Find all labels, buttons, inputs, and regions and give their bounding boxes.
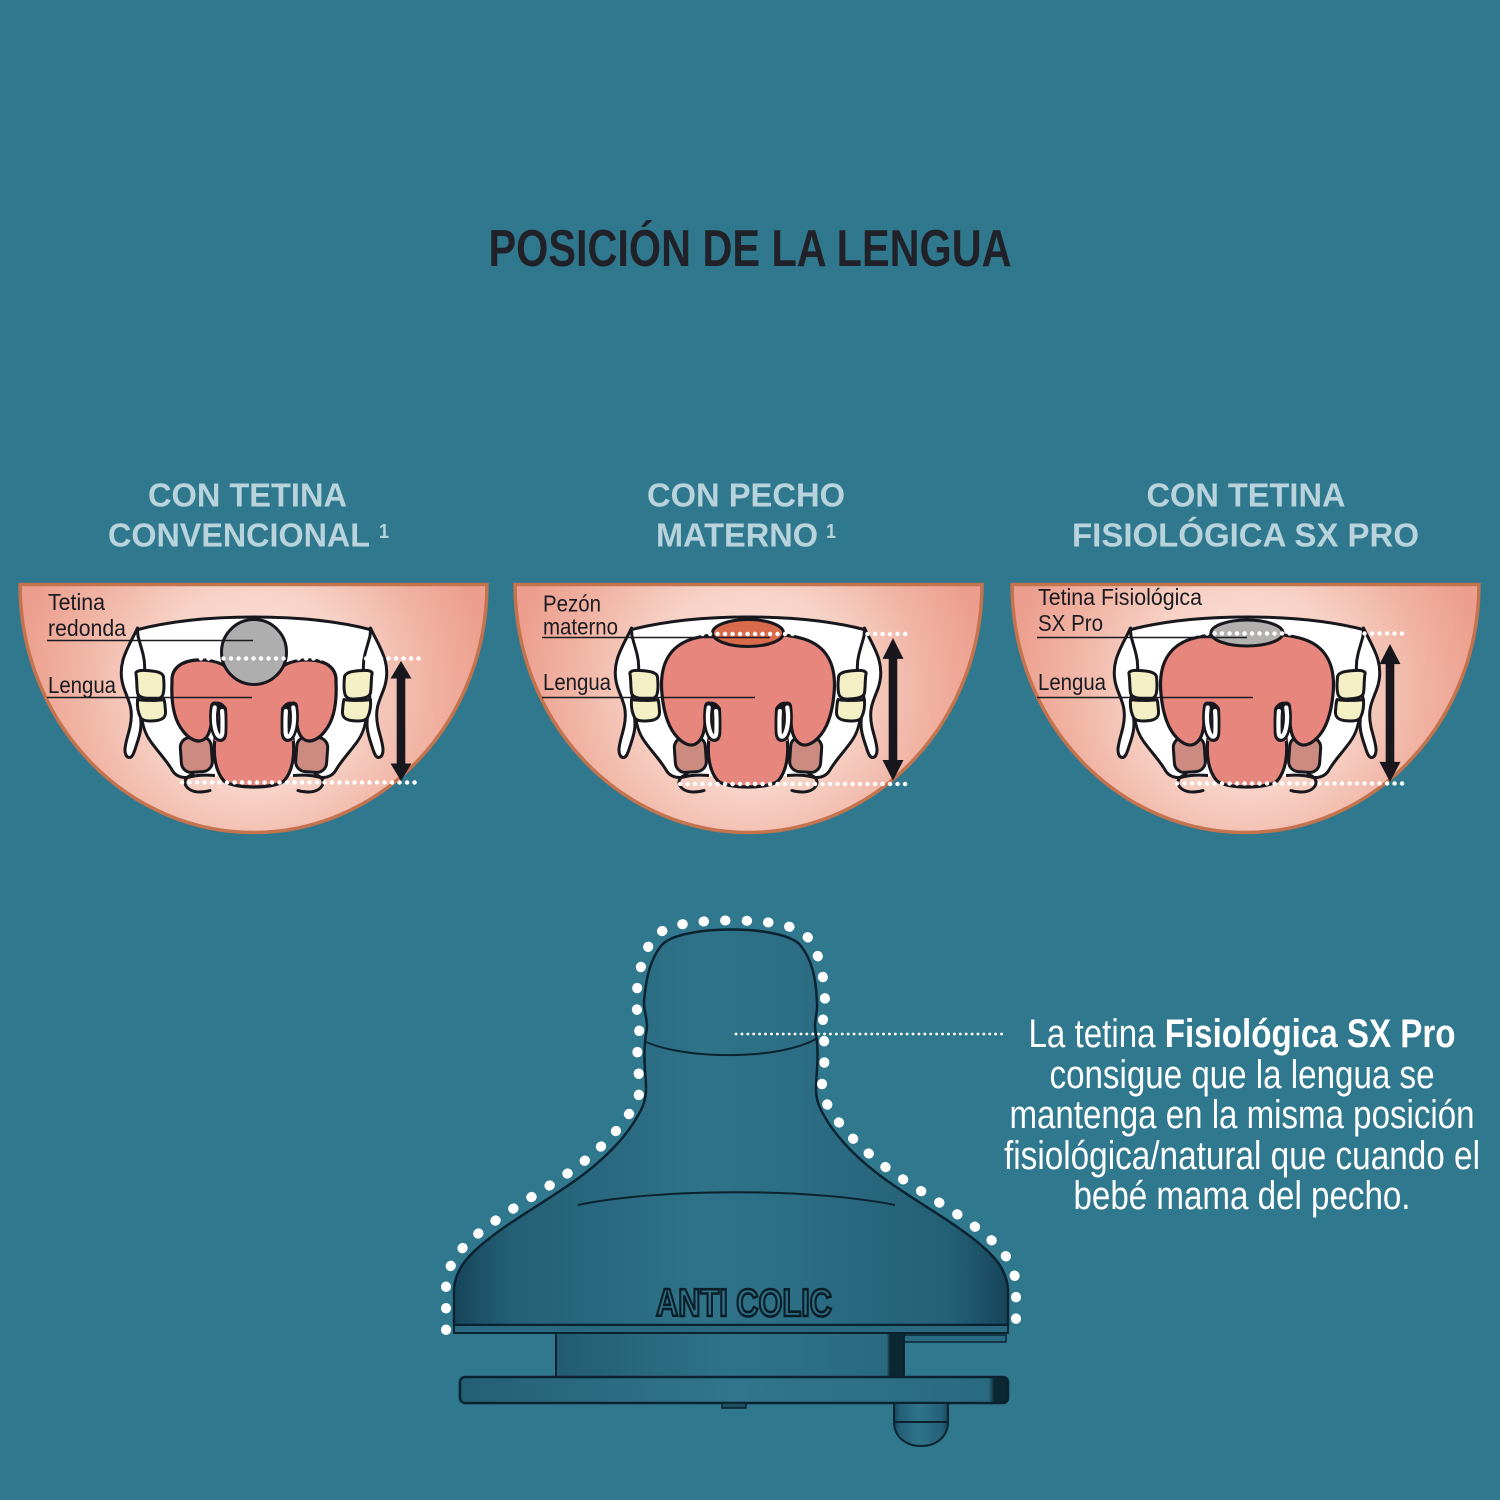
svg-text:ANTI COLIC: ANTI COLIC <box>656 1282 832 1325</box>
svg-text:Lengua: Lengua <box>1038 669 1106 695</box>
svg-text:1: 1 <box>826 521 836 543</box>
svg-text:CON TETINA: CON TETINA <box>148 477 347 514</box>
svg-text:CON TETINA: CON TETINA <box>1147 477 1346 514</box>
svg-text:POSICIÓN DE LA LENGUA: POSICIÓN DE LA LENGUA <box>489 220 1012 278</box>
svg-text:La tetina Fisiológica SX Pro: La tetina Fisiológica SX Pro <box>1029 1012 1456 1056</box>
svg-text:Pezón: Pezón <box>543 591 601 617</box>
svg-text:Lengua: Lengua <box>48 672 116 698</box>
svg-text:Lengua: Lengua <box>543 669 611 695</box>
svg-text:Tetina: Tetina <box>48 589 105 615</box>
svg-text:1: 1 <box>379 521 389 543</box>
svg-text:fisiológica/natural que cuando: fisiológica/natural que cuando el <box>1004 1134 1480 1178</box>
svg-text:consigue que la lengua se: consigue que la lengua se <box>1050 1053 1435 1097</box>
svg-text:SX Pro: SX Pro <box>1038 610 1103 636</box>
svg-text:FISIOLÓGICA SX PRO: FISIOLÓGICA SX PRO <box>1072 517 1419 554</box>
svg-text:CONVENCIONAL: CONVENCIONAL <box>108 517 370 554</box>
svg-text:Tetina Fisiológica: Tetina Fisiológica <box>1038 584 1202 610</box>
svg-text:redonda: redonda <box>48 615 126 641</box>
svg-text:CON PECHO: CON PECHO <box>647 477 845 514</box>
svg-text:materno: materno <box>543 614 618 640</box>
svg-text:mantenga en la misma posición: mantenga en la misma posición <box>1010 1093 1475 1137</box>
svg-text:MATERNO: MATERNO <box>656 517 818 554</box>
svg-text:bebé mama del pecho.: bebé mama del pecho. <box>1074 1174 1411 1218</box>
